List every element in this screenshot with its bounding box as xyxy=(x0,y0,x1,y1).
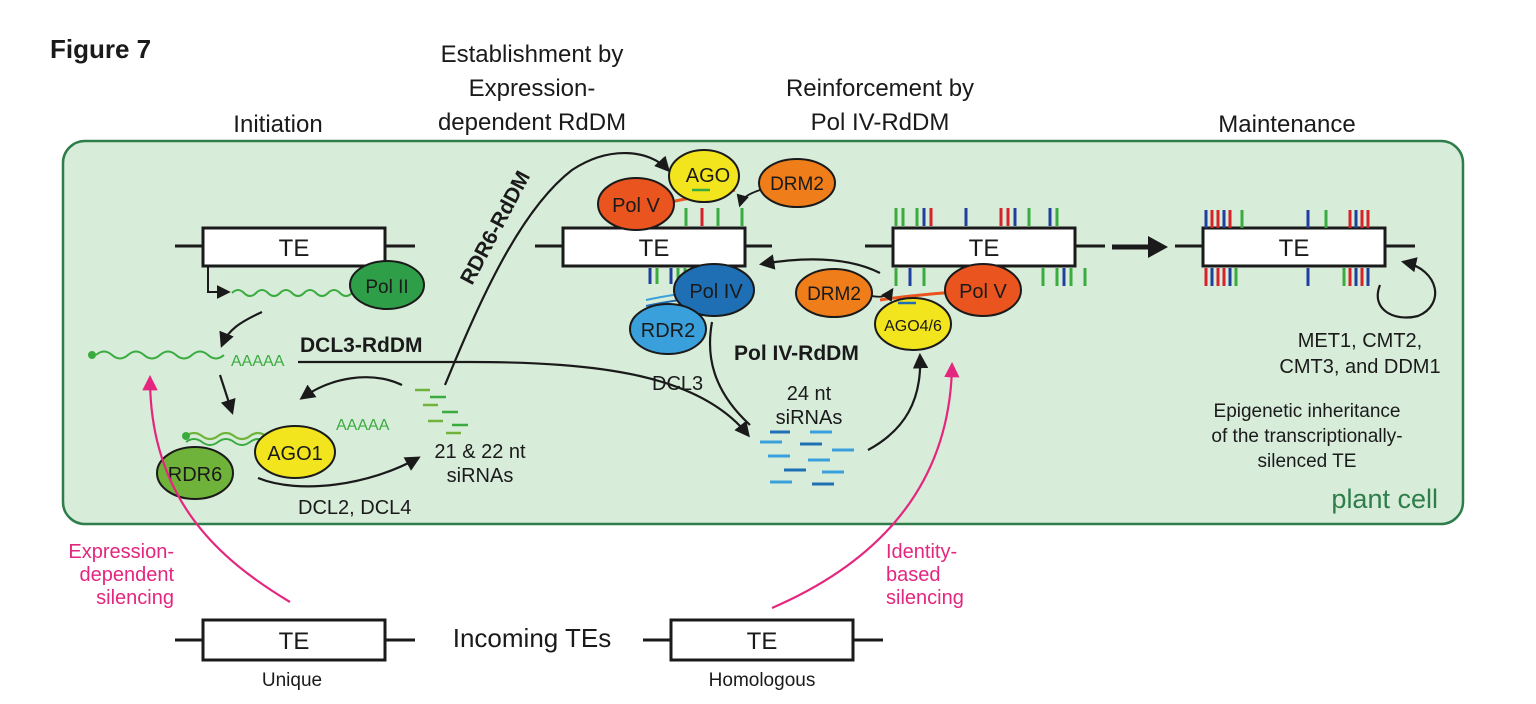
rdr6-rddm-arrow xyxy=(443,151,671,386)
expression-silencing-arrow xyxy=(142,374,291,603)
expression-silencing-line3: silencing xyxy=(96,587,174,609)
pol2-protein xyxy=(349,260,425,310)
nascent-transcript xyxy=(231,289,353,297)
rdr6-protein xyxy=(156,446,234,500)
pol4-protein xyxy=(673,263,755,317)
te-label: TE xyxy=(279,628,310,655)
dcl3-arrow xyxy=(708,321,751,426)
stage-establishment-3: dependent RdDM xyxy=(438,109,626,136)
ago-protein xyxy=(668,149,740,203)
stage-establishment-1: Establishment by xyxy=(441,41,624,68)
identity-silencing-line2: based xyxy=(886,564,941,586)
stage-initiation: Initiation xyxy=(233,111,322,138)
stage-reinforcement-2: Pol IV-RdDM xyxy=(811,109,950,136)
te-initiation: TE xyxy=(175,226,415,268)
arrow-te-to-pol4 xyxy=(758,254,881,274)
plant-cell xyxy=(61,139,1465,526)
te-label: TE xyxy=(1279,235,1310,262)
plant-cell-label: plant cell xyxy=(1331,484,1438,514)
rdr2-label: RDR2 xyxy=(641,320,695,342)
drm2-action-arrow-2 xyxy=(871,287,894,302)
te-maintenance: TE xyxy=(1175,226,1415,268)
ago1-protein xyxy=(254,425,336,479)
arrow-sirna24-to-ago46 xyxy=(867,352,929,451)
ago46-protein xyxy=(874,297,952,351)
pol5-label-2: Pol V xyxy=(959,281,1007,303)
arrow-to-small-rnas xyxy=(257,456,421,488)
figure-label: Figure 7 xyxy=(50,34,151,64)
mrna-cap xyxy=(88,351,96,359)
identity-silencing-arrow xyxy=(771,361,960,610)
arrow-to-mrna xyxy=(219,310,263,348)
mrna-cap-2 xyxy=(182,432,190,440)
ago46-label: AGO4/6 xyxy=(884,318,942,335)
maint-enzymes-line2: CMT3, and DDM1 xyxy=(1279,356,1440,378)
dcl2-dcl4-label: DCL2, DCL4 xyxy=(298,497,411,519)
inheritance-line1: Epigenetic inheritance xyxy=(1214,401,1401,422)
methylation-marks xyxy=(648,208,1370,286)
drm2-label-2: DRM2 xyxy=(807,284,861,305)
te-incoming-unique: TE xyxy=(175,618,415,662)
identity-silencing-line1: Identity- xyxy=(886,541,957,563)
pol5-protein-2 xyxy=(944,263,1022,317)
dcl3-rddm-arrow xyxy=(298,360,750,438)
te-reinforcement: TE xyxy=(865,226,1105,268)
te-label: TE xyxy=(639,235,670,262)
drm2-action-arrow-1 xyxy=(736,189,761,208)
mrna-strand xyxy=(95,350,225,360)
pol4-rddm-label: Pol IV-RdDM xyxy=(734,342,859,365)
sirna-21-22-line2: siRNAs xyxy=(447,465,514,487)
maintenance-loop-arrow xyxy=(1376,257,1437,319)
polya-tail-2: AAAAA xyxy=(336,417,390,434)
stage-reinforcement-1: Reinforcement by xyxy=(786,75,974,102)
sirna-21-22-line1: 21 & 22 nt xyxy=(434,441,526,463)
te-label: TE xyxy=(969,235,1000,262)
inheritance-line2: of the transcriptionally- xyxy=(1211,426,1402,447)
te-establishment: TE xyxy=(535,226,772,268)
drm2-protein-2 xyxy=(795,268,873,318)
pol5-protein-1 xyxy=(597,177,675,231)
drm2-label-1: DRM2 xyxy=(770,174,824,195)
rdr2-protein xyxy=(629,303,707,355)
pol4-label: Pol IV xyxy=(689,281,743,303)
polya-tail: AAAAA xyxy=(231,353,285,370)
pol2-label: Pol II xyxy=(365,277,408,298)
maintenance-arrow-head xyxy=(1148,236,1168,258)
te-label: TE xyxy=(279,235,310,262)
transcription-start-arrow xyxy=(207,266,231,299)
te-incoming-homologous: TE xyxy=(643,618,883,662)
rdr6-label: RDR6 xyxy=(168,464,222,486)
expression-silencing-line1: Expression- xyxy=(68,541,174,563)
dcl3-rddm-label: DCL3-RdDM xyxy=(300,334,422,357)
ago1-label: AGO1 xyxy=(267,443,323,465)
sirna-24-cluster xyxy=(760,430,854,486)
stage-maintenance: Maintenance xyxy=(1218,111,1355,138)
dcl3-label: DCL3 xyxy=(652,373,703,395)
expression-silencing-line2: dependent xyxy=(79,564,174,586)
sirna-24-line2: siRNAs xyxy=(776,407,843,429)
te-label: TE xyxy=(747,628,778,655)
stage-establishment-2: Expression- xyxy=(469,75,596,102)
drm2-protein-1 xyxy=(758,158,836,208)
sirna-24-line1: 24 nt xyxy=(787,383,832,405)
sirna-21-22-cluster xyxy=(415,388,468,435)
incoming-tes-label: Incoming TEs xyxy=(453,623,611,653)
inheritance-line3: silenced TE xyxy=(1258,451,1357,472)
arrow-sirna-to-ago1 xyxy=(299,376,403,400)
homologous-label: Homologous xyxy=(709,670,816,691)
arrow-to-ago1 xyxy=(218,374,236,415)
ago-label: AGO xyxy=(686,165,730,187)
maint-enzymes-line1: MET1, CMT2, xyxy=(1298,330,1422,352)
unique-label: Unique xyxy=(262,670,322,691)
pol5-label-1: Pol V xyxy=(612,195,660,217)
identity-silencing-line3: silencing xyxy=(886,587,964,609)
dsrna-strand-1 xyxy=(185,431,267,441)
